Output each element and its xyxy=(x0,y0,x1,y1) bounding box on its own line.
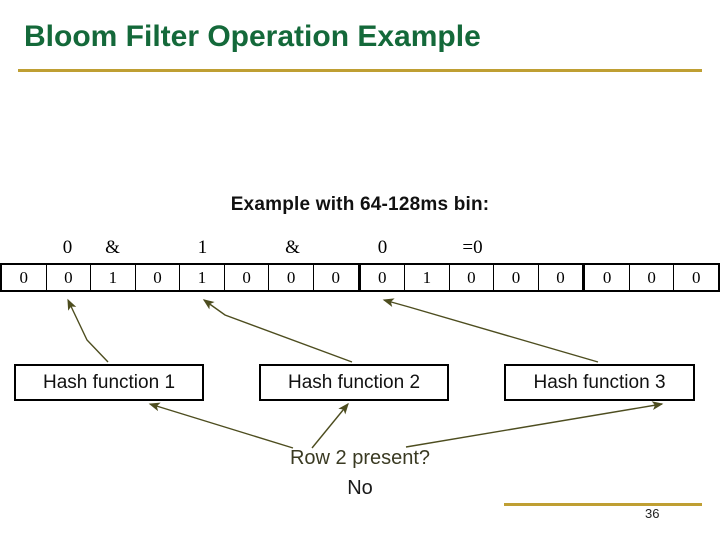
diagram-caption: Example with 64-128ms bin: xyxy=(230,194,490,215)
bit-cell-1: 0 xyxy=(47,265,92,290)
arrow-query-to-hash2 xyxy=(311,402,349,449)
bit-cell-0: 0 xyxy=(2,265,47,290)
bit-cell-15: 0 xyxy=(691,268,701,287)
bit-cell-5: 0 xyxy=(225,265,270,290)
bit-cell-12: 0 xyxy=(539,265,584,290)
page-title: Bloom Filter Operation Example xyxy=(24,20,481,53)
hash-function-2-box[interactable]: Hash function 2 xyxy=(259,364,449,401)
arrow-query-to-hash1 xyxy=(148,402,294,449)
expression-bit-value-2: 1 xyxy=(197,237,208,258)
bit-cell-2: 1 xyxy=(91,265,136,290)
bit-cell-9: 1 xyxy=(405,265,450,290)
bit-cell-3: 0 xyxy=(136,265,181,290)
arrow-query-to-hash3 xyxy=(405,401,664,448)
bit-cell-6: 0 xyxy=(269,265,314,290)
arrow-hash3-to-cell8 xyxy=(382,298,599,363)
bit-cell-14: 0 xyxy=(630,265,675,290)
bit-cell-7: 0 xyxy=(314,265,359,290)
title-divider xyxy=(18,69,702,72)
expression-operator-1: & xyxy=(105,237,120,258)
bit-cell-8: 0 xyxy=(358,265,406,290)
hash-function-3-box[interactable]: Hash function 3 xyxy=(504,364,695,401)
bit-cell-4: 1 xyxy=(180,265,225,290)
expression-bit-value-0: 0 xyxy=(62,237,73,258)
bit-cell-10: 0 xyxy=(450,265,495,290)
expression-result-5: =0 xyxy=(462,237,483,258)
query-answer-label: No xyxy=(347,477,373,499)
arrow-hash2-to-cell4 xyxy=(202,299,353,363)
footer-divider xyxy=(504,503,702,506)
bit-cell-13: 0 xyxy=(583,265,630,290)
bit-cell-11: 0 xyxy=(494,265,539,290)
hash-function-1-box[interactable]: Hash function 1 xyxy=(14,364,204,401)
query-question-label: Row 2 present? xyxy=(289,447,431,469)
page-number: 36 xyxy=(645,506,660,521)
bit-expression-row: 0 & 1 & 0 =0 xyxy=(0,237,720,261)
expression-operator-3: & xyxy=(285,237,300,258)
expression-bit-value-4: 0 xyxy=(377,237,388,258)
arrow-hash1-to-cell1 xyxy=(67,298,109,363)
